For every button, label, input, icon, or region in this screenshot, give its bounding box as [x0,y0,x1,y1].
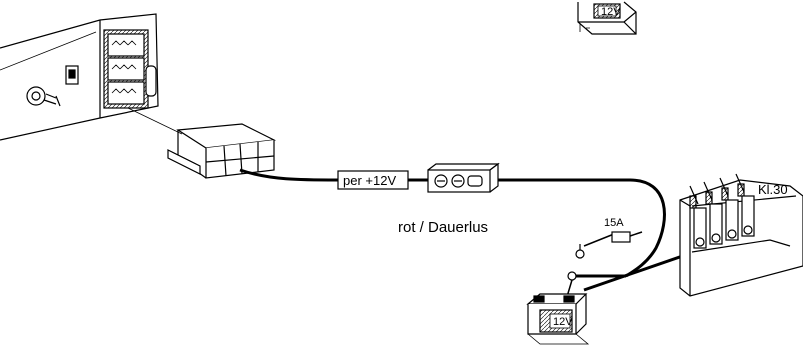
iso-connector-icon [167,123,277,179]
terminal-1 [689,185,707,249]
power-cable [239,168,666,278]
fuse-box-icon: Kl.30 [679,173,803,297]
inline-connector-icon [427,162,500,193]
wire-tag: per +12V [337,170,409,190]
wire-color-note: rot / Dauerlus [398,219,488,236]
battery-terminal-lead [565,271,626,301]
terminal-4 [735,173,755,237]
wire-tag-label: per +12V [343,173,396,188]
battery-top-icon: 12V [577,1,637,35]
terminal-3 [719,177,739,241]
inline-fuse-icon: 15A [575,217,643,259]
terminal-2 [703,181,723,245]
fuse-rating: 15A [604,217,624,229]
battery-bottom-icon: 12V [526,293,590,345]
radio-unit-icon [0,13,159,141]
battery-bottom-voltage: 12V [553,316,573,328]
battery-top-voltage: 12V [601,6,621,18]
terminal-label: Kl.30 [758,182,788,197]
radio-lead [127,107,183,135]
